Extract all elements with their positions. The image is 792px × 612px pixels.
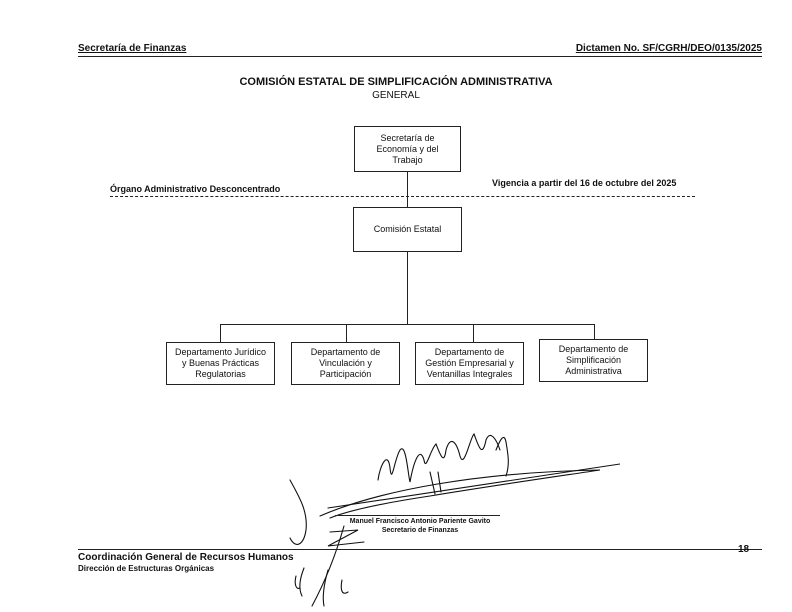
org-box-vinculacion: Departamento de Vinculación y Participac… (291, 342, 400, 385)
org-box-gestion-empresarial: Departamento de Gestión Empresarial y Ve… (415, 342, 524, 385)
connector-dept-4 (594, 324, 595, 339)
connector-dept-3 (473, 324, 474, 342)
org-box-comision-estatal: Comisión Estatal (353, 207, 462, 252)
band-rule (110, 196, 695, 197)
org-box-simplificacion: Departamento de Simplificación Administr… (539, 339, 648, 382)
connector-dept-2 (346, 324, 347, 342)
signature-line (335, 515, 500, 516)
page-number: 18 (738, 544, 750, 555)
header-left: Secretaría de Finanzas (78, 43, 187, 54)
footer-line2: Dirección de Estructuras Orgánicas (78, 564, 215, 573)
connector-bus (220, 324, 594, 325)
header-rule (78, 56, 762, 57)
signer-name: Manuel Francisco Antonio Pariente Gavito (349, 518, 491, 525)
footer-rule (78, 549, 762, 550)
org-box-secretaria: Secretaría de Economía y del Trabajo (354, 126, 461, 172)
connector-middle-bus (407, 252, 408, 324)
page-subtitle: GENERAL (372, 90, 420, 101)
connector-dept-1 (220, 324, 221, 342)
org-box-juridico: Departamento Jurídico y Buenas Prácticas… (166, 342, 275, 385)
footer-line1: Coordinación General de Recursos Humanos (78, 552, 294, 563)
signer-role: Secretario de Finanzas (381, 527, 459, 534)
connector-top-middle (407, 172, 408, 207)
signature-scribble (289, 433, 620, 607)
page-title: COMISIÓN ESTATAL DE SIMPLIFICACIÓN ADMIN… (239, 76, 553, 88)
header-right: Dictamen No. SF/CGRH/DEO/0135/2025 (575, 43, 762, 54)
band-left-text: Órgano Administrativo Desconcentrado (110, 184, 281, 194)
band-right-text: Vigencia a partir del 16 de octubre del … (492, 178, 677, 188)
